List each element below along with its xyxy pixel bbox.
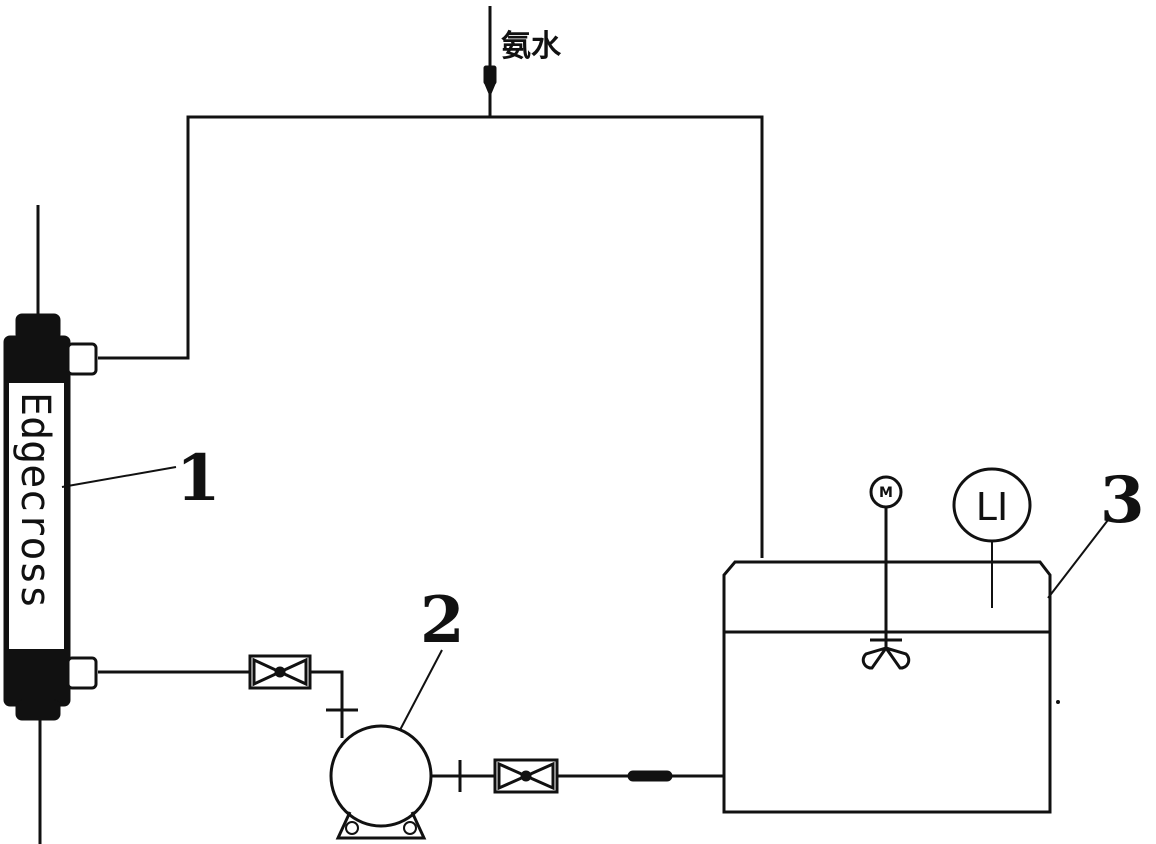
valve-2 <box>493 758 559 794</box>
inlet-nozzle-icon <box>483 65 497 85</box>
pump-2: 2 <box>329 583 465 840</box>
tank-dot-mark <box>1056 700 1060 704</box>
pipe-top-loop <box>98 115 764 558</box>
tank-3: M LI 3 <box>722 463 1145 814</box>
module-number: 1 <box>176 441 221 516</box>
pump-foot-right <box>403 821 417 835</box>
valve-1-stem-icon <box>274 666 286 678</box>
piping <box>98 6 764 792</box>
inlet-label: 氨水 <box>501 29 562 64</box>
pump-casing <box>329 724 433 828</box>
level-indicator-label: LI <box>976 485 1008 529</box>
module-1: Edgecross 1 <box>3 205 221 844</box>
module-port-top <box>66 342 98 376</box>
module-port-bottom <box>66 656 98 690</box>
valve-2-stem-icon <box>520 770 532 782</box>
pump-number: 2 <box>420 583 465 658</box>
valve-1-bowtie-icon <box>252 657 308 687</box>
pump-foot-left <box>345 821 359 835</box>
motor-icon <box>869 475 903 509</box>
inline-fitting <box>627 770 673 782</box>
tank-leader <box>1047 519 1109 599</box>
tank-body <box>722 560 1052 814</box>
module-panel <box>9 383 64 649</box>
motor-label: M <box>879 485 893 501</box>
valve-2-bowtie-icon <box>497 761 555 791</box>
pump-base <box>335 811 427 840</box>
ammonia-inlet: 氨水 <box>483 29 562 98</box>
valve-1 <box>248 654 312 690</box>
agitator-impeller-icon <box>861 638 911 670</box>
tank-number: 3 <box>1100 463 1145 538</box>
inlet-nozzle-tip-icon <box>484 83 496 98</box>
pump-leader <box>399 649 443 731</box>
module-leader <box>61 466 177 488</box>
module-bottom-cap <box>15 699 61 721</box>
module-text: Edgecross <box>12 392 58 609</box>
pipe-valve1-to-pump <box>310 670 344 738</box>
